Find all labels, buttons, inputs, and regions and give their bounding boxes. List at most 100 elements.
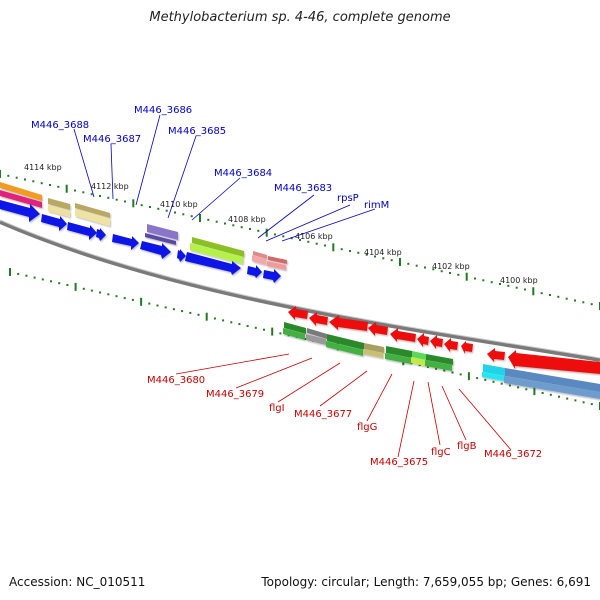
outer-ruler-tick — [474, 277, 476, 280]
outer-ruler-tick — [507, 284, 510, 287]
genome-backbone — [0, 220, 600, 362]
outer-ruler-tick — [107, 196, 110, 199]
outer-ruler-tick — [415, 264, 418, 267]
feature-band-dgreen-2 — [327, 334, 364, 350]
feature-band-green-2 — [326, 341, 363, 356]
inner-ruler-tick — [66, 284, 69, 286]
feature-band-khaki — [48, 198, 70, 210]
outer-ruler-tick — [65, 184, 68, 193]
feature-band-steelblue — [505, 368, 600, 392]
inner-ruler-tick — [25, 274, 28, 277]
outer-ruler-tick — [457, 273, 460, 276]
outer-ruler-tick — [99, 195, 101, 197]
inner-ruler-tick — [271, 327, 274, 336]
inner-ruler-tick — [140, 297, 143, 306]
gene-label-M446_3679[interactable]: M446_3679 — [206, 389, 264, 400]
gene-label-flgB[interactable]: flgB — [457, 441, 477, 452]
ruler-label-4114: 4114 kbp — [24, 163, 62, 172]
gene-arrow-fwd-2 — [41, 214, 67, 231]
outer-ruler-tick — [165, 209, 168, 212]
gene-label-flgC[interactable]: flgC — [431, 447, 451, 458]
gene-label-M446_3684[interactable]: M446_3684 — [214, 168, 272, 179]
gene-label-M446_3675[interactable]: M446_3675 — [370, 457, 428, 468]
ruler-label-4110: 4110 kbp — [160, 200, 198, 209]
leader-rpsP — [265, 204, 351, 242]
outer-ruler-tick — [340, 248, 343, 251]
gene-arrow-fwd-1 — [0, 200, 40, 222]
gene-label-flgG[interactable]: flgG — [357, 422, 377, 433]
topology-text: Topology: circular; Length: 7,659,055 bp… — [261, 575, 591, 589]
outer-ruler-tick — [257, 229, 260, 232]
leader-M446_3684 — [191, 177, 241, 221]
outer-ruler-tick — [357, 251, 360, 254]
outer-ruler-tick — [290, 237, 293, 240]
gene-arrow-fwd-8 — [185, 252, 241, 275]
outer-ruler-tick — [540, 292, 543, 295]
forward-label-leaders — [73, 114, 376, 242]
outer-ruler-tick — [82, 191, 85, 194]
inner-ruler-tick — [164, 306, 167, 309]
outer-ruler-tick — [407, 262, 410, 265]
gene-arrow-rev-6 — [417, 333, 429, 347]
outer-ruler-tick — [57, 185, 60, 188]
outer-ruler-tick — [15, 176, 18, 179]
inner-ruler-tick — [82, 287, 85, 290]
ruler-label-4102: 4102 kbp — [432, 262, 470, 271]
feature-band-lime — [190, 243, 243, 264]
outer-ruler-tick — [440, 270, 443, 273]
inner-ruler-tick — [426, 365, 429, 368]
inner-ruler-tick — [17, 272, 20, 275]
gene-label-M446_3680[interactable]: M446_3680 — [147, 375, 205, 386]
feature-band-pink — [0, 190, 42, 208]
inner-ruler-tick — [254, 326, 257, 329]
inner-ruler-tick — [246, 325, 249, 327]
gene-label-M446_3672[interactable]: M446_3672 — [484, 449, 542, 460]
feature-band-lime-r — [412, 351, 426, 360]
gene-label-flgI[interactable]: flgI — [269, 403, 285, 414]
feature-band-khaki-light-2 — [75, 209, 110, 226]
leader-M446_3688 — [73, 128, 95, 198]
gene-label-rpsP[interactable]: rpsP — [337, 193, 359, 204]
gene-label-M446_3677[interactable]: M446_3677 — [294, 409, 352, 420]
leader-flgG — [366, 373, 393, 422]
feature-band-green-3 — [385, 353, 411, 364]
outer-ruler-tick — [274, 233, 276, 236]
inner-ruler-tick — [435, 367, 438, 370]
gene-label-M446_3683[interactable]: M446_3683 — [274, 183, 332, 194]
outer-ruler-tick — [190, 215, 193, 218]
outer-ruler-tick — [574, 299, 576, 302]
gene-arrow-fwd-9 — [247, 265, 262, 278]
inner-ruler-tick — [156, 304, 159, 307]
ruler-label-4104: 4104 kbp — [364, 248, 402, 257]
outer-ruler-tick — [140, 204, 143, 207]
gene-label-rimM[interactable]: rimM — [364, 200, 389, 211]
inner-ruler-tick — [467, 372, 470, 381]
forward-genes — [0, 200, 281, 283]
leader-flgC — [427, 381, 441, 446]
gene-label-M446_3686[interactable]: M446_3686 — [134, 105, 192, 116]
inner-ruler-tick — [181, 310, 184, 313]
feature-band-salmon-light — [252, 255, 266, 265]
feature-band-dgreen-1 — [284, 322, 306, 334]
gene-arrow-rev-3 — [329, 315, 368, 331]
inner-ruler-tick — [566, 397, 569, 400]
inner-ruler-tick — [172, 308, 175, 311]
feature-band-salmon-2 — [268, 256, 287, 264]
inner-ruler-tick — [451, 371, 454, 374]
gene-label-M446_3688[interactable]: M446_3688 — [31, 120, 89, 131]
inner-ruler-tick — [41, 278, 44, 281]
outer-ruler-tick — [215, 220, 218, 223]
gene-label-M446_3687[interactable]: M446_3687 — [83, 134, 141, 145]
feature-band-steelblue-light — [504, 376, 600, 399]
inner-ruler-tick — [418, 364, 421, 367]
leader-M446_3686 — [135, 114, 161, 206]
leader-M446_3685 — [167, 135, 197, 219]
inner-ruler-tick — [558, 395, 560, 398]
inner-ruler-tick — [508, 384, 511, 387]
outer-ruler-tick — [432, 268, 435, 271]
inner-ruler-tick — [222, 319, 225, 322]
gene-label-M446_3685[interactable]: M446_3685 — [168, 126, 226, 137]
outer-ruler-tick — [149, 206, 151, 208]
